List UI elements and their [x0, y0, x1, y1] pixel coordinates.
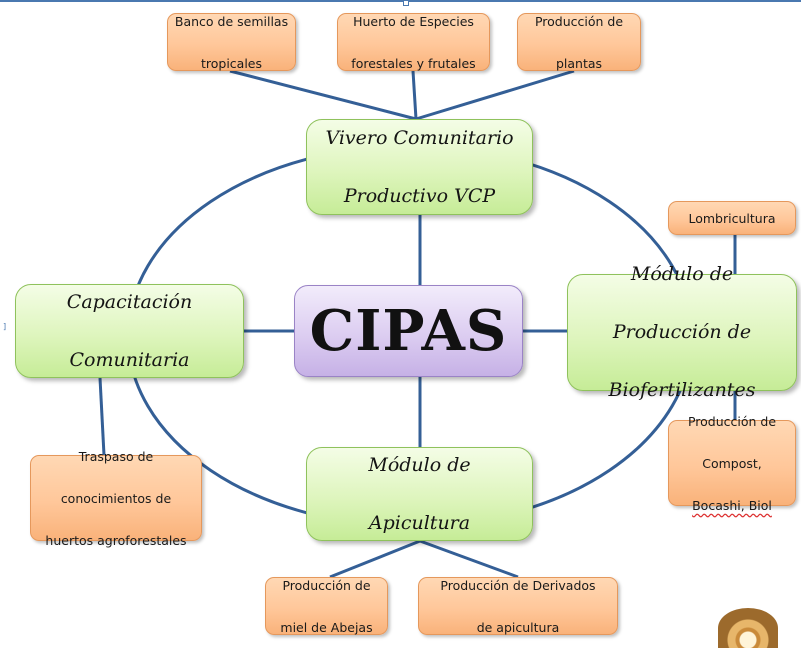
connector-banco-vivero	[229, 69, 417, 121]
biofert-line1: Módulo de	[630, 263, 734, 285]
node-modulo-apicultura: Módulo de Apicultura	[306, 447, 533, 541]
node-huerto-especies: Huerto de Especies forestales y frutales	[337, 13, 490, 71]
traspaso-line3: huertos agroforestales	[45, 532, 187, 548]
node-biofertilizantes: Módulo de Producción de Biofertilizantes	[567, 263, 797, 401]
connector-huerto-vivero	[411, 70, 418, 120]
banco-semillas-line2: tropicales	[200, 55, 262, 71]
apicultura-line1: Módulo de	[368, 453, 471, 476]
banco-semillas-line1: Banco de semillas	[174, 13, 289, 29]
node-lombricultura: Lombricultura	[668, 201, 796, 235]
lombricultura-label: Lombricultura	[688, 210, 776, 226]
decorative-ring-image	[718, 608, 778, 648]
compost-line3: Bocashi, Biol	[692, 497, 772, 513]
apicultura-line2: Apicultura	[368, 511, 471, 534]
traspaso-line2: conocimientos de	[60, 490, 172, 506]
connector-apicultura-miel	[329, 539, 421, 579]
produccion-plantas-line1: Producción de	[534, 13, 624, 29]
page-top-rule	[0, 0, 801, 2]
biofert-line2: Producción de	[612, 321, 752, 343]
compost-line2: Compost,	[702, 455, 762, 471]
node-capacitacion-comunitaria: Capacitación Comunitaria	[15, 284, 244, 378]
node-produccion-plantas: Producción de plantas	[517, 13, 641, 71]
vivero-line1: Vivero Comunitario	[325, 126, 514, 149]
huerto-especies-line2: forestales y frutales	[351, 55, 476, 71]
node-produccion-compost: Producción de Compost, Bocashi, Biol	[668, 414, 796, 513]
derivados-line1: Producción de Derivados	[440, 577, 596, 593]
selection-handle-marker	[403, 0, 409, 6]
capacitacion-line1: Capacitación	[66, 290, 193, 313]
connector-plantas-vivero	[415, 69, 575, 121]
cipas-title: CIPAS	[309, 298, 508, 364]
node-traspaso-conocimientos: Traspaso de conocimientos de huertos agr…	[30, 449, 202, 548]
miel-line2: miel de Abejas	[280, 619, 373, 635]
compost-line1: Producción de	[687, 413, 777, 429]
huerto-especies-line1: Huerto de Especies	[353, 13, 474, 29]
connector-apicultura-derivados	[419, 539, 519, 579]
miel-line1: Producción de	[282, 577, 371, 593]
capacitacion-line2: Comunitaria	[69, 348, 190, 371]
node-vivero-comunitario: Vivero Comunitario Productivo VCP	[306, 119, 533, 215]
left-edge-marker: ]	[3, 322, 7, 331]
traspaso-line1: Traspaso de	[78, 448, 154, 464]
node-produccion-miel: Producción de miel de Abejas	[265, 577, 388, 635]
connector-traspaso	[98, 377, 106, 456]
node-produccion-derivados: Producción de Derivados de apicultura	[418, 577, 618, 635]
biofert-line3: Biofertilizantes	[608, 379, 756, 401]
node-banco-semillas: Banco de semillas tropicales	[167, 13, 296, 71]
vivero-line2: Productivo VCP	[343, 184, 496, 207]
produccion-plantas-line2: plantas	[555, 55, 603, 71]
derivados-line2: de apicultura	[476, 619, 560, 635]
node-cipas-center: CIPAS	[294, 285, 523, 377]
